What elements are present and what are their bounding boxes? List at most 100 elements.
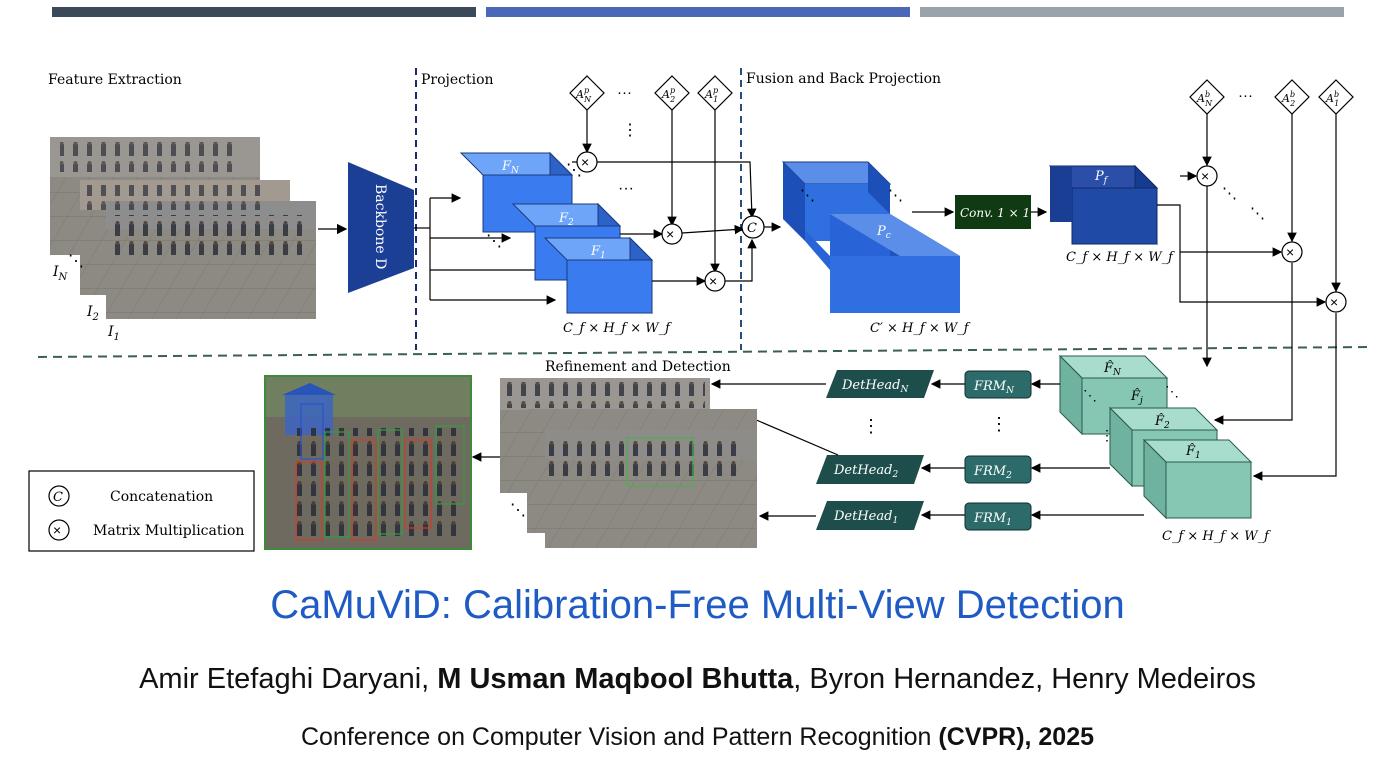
dethead-2: DetHead2: [816, 455, 924, 484]
image-label-2: I2: [86, 304, 99, 323]
svg-text:···: ···: [1238, 87, 1253, 104]
legend-mult-label: Matrix Multiplication: [93, 523, 244, 539]
svg-text:⋱: ⋱: [486, 233, 502, 250]
pf-cube: [1048, 164, 1159, 246]
mult-node-back-n: ×: [1196, 165, 1218, 187]
backbone-block: [348, 162, 414, 293]
svg-text:×: ×: [709, 273, 717, 289]
dethead-1: DetHead1: [816, 501, 924, 530]
paper-title: CaMuViD: Calibration-Free Multi-View Det…: [270, 583, 1125, 627]
svg-text:⋱: ⋱: [1222, 185, 1237, 202]
svg-text:×: ×: [1330, 294, 1338, 310]
mult-node-proj-2: ×: [661, 223, 683, 245]
svg-text:Ab2: Ab2: [1281, 90, 1295, 108]
frm-1: FRM1: [964, 502, 1032, 531]
architecture-diagram: Feature Extraction Projection Fusion and…: [28, 68, 1371, 552]
svg-text:···: ···: [618, 180, 634, 197]
ellipsis-images: ⋱: [68, 253, 84, 270]
pc-label: Pc: [876, 224, 891, 241]
svg-text:C: C: [747, 221, 757, 236]
svg-text:⋱: ⋱: [510, 502, 526, 519]
legend: C Concatenation × Matrix Multiplication: [28, 470, 255, 552]
image-label-1: I1: [107, 324, 120, 343]
section-feature-extraction: Feature Extraction: [48, 72, 182, 88]
svg-text:⋱: ⋱: [1165, 383, 1179, 399]
section-projection: Projection: [421, 72, 494, 88]
concat-cube: [781, 161, 960, 313]
author-rest: , Byron Hernandez, Henry Medeiros: [793, 663, 1256, 695]
refined-label-n: F̂N: [1103, 360, 1122, 378]
backbone-label: Backbone D: [372, 184, 388, 269]
svg-text:DetHead2: DetHead2: [833, 463, 898, 480]
detection-output-image: [264, 375, 472, 550]
svg-text:⋱: ⋱: [1083, 387, 1097, 403]
legend-concat-icon: C: [48, 485, 70, 507]
svg-text:Ap1: Ap1: [704, 86, 718, 104]
svg-text:DetHead1: DetHead1: [833, 509, 898, 526]
refined-label-1: F̂1: [1185, 443, 1201, 461]
svg-text:DetHeadN: DetHeadN: [841, 378, 909, 395]
mult-node-proj-1: ×: [704, 270, 726, 292]
svg-text:FRM2: FRM2: [973, 464, 1012, 481]
svg-text:⋱: ⋱: [1250, 205, 1265, 222]
feature-dims: C_f × H_f × W_f: [563, 321, 672, 336]
conv-label: Conv. 1 × 1: [960, 206, 1030, 220]
conv-block: [955, 195, 1031, 229]
frm-2: FRM2: [964, 455, 1032, 484]
refined-dims: C_f × H_f × W_f: [1162, 529, 1271, 544]
header-bar-3: [920, 7, 1344, 17]
refined-cube-1: [1142, 438, 1253, 520]
header-bar-2: [486, 7, 910, 17]
header-bar-1: [52, 7, 476, 17]
refined-label-2: F̂2: [1154, 413, 1170, 431]
pf-label: Pf: [1094, 169, 1109, 186]
author-1: Amir Etefaghi Daryani,: [139, 663, 438, 695]
venue: Conference on Computer Vision and Patter…: [0, 723, 1395, 752]
svg-text:⋮: ⋮: [1100, 427, 1114, 443]
svg-text:···: ···: [617, 84, 632, 101]
svg-text:⋱: ⋱: [800, 187, 815, 204]
feature-label-1: F1: [590, 244, 606, 261]
venue-name: Conference on Computer Vision and Patter…: [300, 723, 939, 751]
svg-text:FRM1: FRM1: [973, 511, 1012, 528]
frm-n: FRMN: [964, 370, 1032, 399]
author-list: Amir Etefaghi Daryani, M Usman Maqbool B…: [0, 663, 1395, 696]
mult-node-proj-n: ×: [576, 151, 598, 173]
image-label-n: IN: [52, 264, 69, 283]
pf-dims: C_f × H_f × W_f: [1066, 250, 1175, 265]
svg-text:FRMN: FRMN: [973, 379, 1015, 396]
mult-node-back-1: ×: [1325, 291, 1347, 313]
concat-node: C: [741, 215, 765, 239]
svg-text:⋮: ⋮: [862, 416, 880, 436]
concat-dims: C′ × H_f × W_f: [870, 321, 971, 336]
svg-text:×: ×: [1286, 244, 1294, 260]
refinement-images: [500, 378, 757, 548]
svg-text:×: ×: [1201, 168, 1209, 184]
svg-text:AbN: AbN: [1196, 90, 1213, 108]
venue-year: (CVPR), 2025: [938, 723, 1095, 751]
svg-text:⋱: ⋱: [888, 187, 903, 204]
feature-label-n: FN: [501, 159, 520, 176]
dethead-n: DetHeadN: [826, 370, 934, 398]
refined-label-j: F̂j: [1130, 388, 1143, 406]
section-refinement: Refinement and Detection: [545, 359, 731, 375]
svg-text:×: ×: [666, 226, 674, 242]
legend-concat-label: Concatenation: [110, 489, 213, 505]
mult-node-back-2: ×: [1281, 241, 1303, 263]
input-images: [50, 137, 316, 319]
svg-text:⋮: ⋮: [622, 122, 638, 139]
legend-mult-icon: ×: [48, 519, 70, 541]
svg-text:⋮: ⋮: [990, 414, 1008, 434]
svg-text:C: C: [53, 490, 63, 505]
svg-text:Ap2: Ap2: [661, 86, 675, 104]
separator-horizontal: [37, 346, 1371, 358]
feature-cube-1: [543, 236, 654, 315]
feature-label-2: F2: [558, 211, 574, 228]
author-2: M Usman Maqbool Bhutta: [437, 663, 794, 695]
